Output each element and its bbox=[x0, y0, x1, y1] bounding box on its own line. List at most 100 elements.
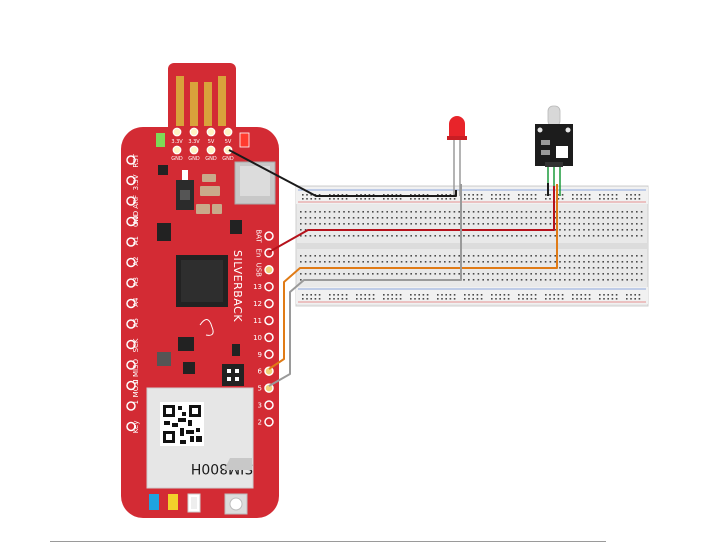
breadboard-hole bbox=[453, 223, 456, 225]
breadboard-hole bbox=[357, 261, 360, 263]
breadboard-hole bbox=[309, 261, 312, 263]
breadboard-hole bbox=[458, 217, 460, 219]
breadboard-hole bbox=[368, 298, 371, 300]
sensor-header bbox=[545, 162, 563, 167]
breadboard-hole bbox=[520, 273, 523, 275]
breadboard-hole bbox=[615, 194, 618, 196]
breadboard-hole bbox=[561, 194, 564, 196]
breadboard-hole bbox=[631, 235, 633, 237]
breadboard-hole bbox=[588, 279, 590, 281]
breadboard-hole bbox=[400, 235, 403, 237]
breadboard-hole bbox=[333, 298, 335, 300]
breadboard-hole bbox=[522, 294, 524, 296]
breadboard-hole bbox=[583, 279, 585, 281]
breadboard-hole bbox=[341, 294, 344, 296]
breadboard-hole bbox=[434, 235, 436, 237]
breadboard-hole bbox=[381, 217, 384, 219]
qr-code-pattern bbox=[163, 405, 202, 444]
breadboard-hole bbox=[561, 198, 564, 200]
breadboard-hole bbox=[304, 229, 307, 231]
jumper-pins bbox=[227, 369, 239, 381]
breadboard-hole bbox=[420, 217, 422, 219]
breadboard-hole bbox=[343, 273, 345, 275]
breadboard-hole bbox=[360, 198, 362, 200]
breadboard-hole bbox=[405, 217, 408, 219]
breadboard-hole bbox=[376, 261, 379, 263]
breadboard-hole bbox=[588, 235, 590, 237]
breadboard-hole bbox=[578, 217, 580, 219]
breadboard-hole bbox=[480, 194, 483, 196]
breadboard-hole bbox=[631, 255, 633, 257]
breadboard-hole bbox=[453, 261, 456, 263]
breadboard-hole bbox=[348, 217, 350, 219]
breadboard-hole bbox=[599, 198, 601, 200]
breadboard-hole bbox=[492, 211, 494, 213]
breadboard-hole bbox=[592, 279, 595, 281]
top-pin-3: 5V GND bbox=[205, 127, 217, 162]
breadboard-hole bbox=[636, 273, 638, 275]
breadboard-hole bbox=[492, 273, 494, 275]
breadboard-hole bbox=[573, 223, 576, 225]
breadboard-hole bbox=[535, 279, 537, 281]
breadboard-hole bbox=[564, 211, 566, 213]
breadboard-hole bbox=[381, 211, 384, 213]
breadboard-hole bbox=[526, 298, 528, 300]
breadboard-hole bbox=[482, 217, 484, 219]
breadboard-hole bbox=[458, 211, 460, 213]
breadboard-hole bbox=[583, 235, 585, 237]
breadboard-hole bbox=[386, 261, 388, 263]
right-pin-label: 3 bbox=[258, 402, 262, 410]
breadboard-hole bbox=[549, 255, 552, 257]
breadboard-hole bbox=[367, 223, 369, 225]
breadboard-hole bbox=[357, 223, 360, 225]
breadboard-hole bbox=[616, 217, 619, 219]
breadboard-hole bbox=[444, 235, 446, 237]
left-pin-label: A2 bbox=[132, 257, 140, 266]
breadboard-hole bbox=[386, 223, 388, 225]
orange-wire bbox=[268, 184, 558, 370]
breadboard-hole bbox=[324, 255, 326, 257]
breadboard-hole bbox=[584, 194, 587, 196]
breadboard-hole bbox=[496, 273, 499, 275]
breadboard-hole bbox=[530, 279, 532, 281]
breadboard-hole bbox=[343, 261, 345, 263]
red-led-component bbox=[447, 116, 467, 196]
breadboard-hole bbox=[506, 223, 508, 225]
breadboard-hole bbox=[414, 298, 416, 300]
breadboard-hole bbox=[607, 211, 609, 213]
breadboard-hole bbox=[328, 255, 331, 257]
breadboard-hole bbox=[507, 198, 510, 200]
top-pin-label: 5V bbox=[225, 139, 232, 145]
breadboard-hole bbox=[372, 217, 374, 219]
breadboard-hole bbox=[626, 235, 628, 237]
breadboard-hole bbox=[573, 273, 576, 275]
right-pin-label: 10 bbox=[253, 334, 262, 342]
right-pin: 3 bbox=[258, 400, 274, 410]
breadboard-hole bbox=[640, 261, 643, 263]
breadboard-hole bbox=[426, 198, 429, 200]
breadboard-hole bbox=[636, 235, 638, 237]
breadboard-hole bbox=[482, 211, 484, 213]
breadboard-hole bbox=[372, 198, 375, 200]
breadboard-hole bbox=[343, 211, 345, 213]
breadboard-hole bbox=[640, 255, 643, 257]
breadboard-hole bbox=[468, 217, 470, 219]
breadboard-hole bbox=[636, 267, 638, 269]
breadboard-hole bbox=[621, 223, 624, 225]
breadboard-hole bbox=[434, 217, 436, 219]
breadboard-hole bbox=[343, 223, 345, 225]
pin-hole bbox=[126, 196, 136, 206]
breadboard-hole bbox=[607, 267, 609, 269]
breadboard-hole bbox=[638, 198, 641, 200]
breadboard-hole bbox=[626, 255, 628, 257]
breadboard-hole bbox=[464, 198, 466, 200]
breadboard-hole bbox=[405, 255, 408, 257]
breadboard-hole bbox=[616, 223, 619, 225]
breadboard-hole bbox=[495, 198, 497, 200]
breadboard-hole bbox=[414, 198, 416, 200]
left-pin-label: Key bbox=[132, 421, 140, 434]
breadboard-hole bbox=[578, 261, 580, 263]
top-pin-label: 3.3V bbox=[171, 139, 183, 145]
breadboard-hole bbox=[576, 298, 578, 300]
pin-hole bbox=[264, 265, 274, 275]
